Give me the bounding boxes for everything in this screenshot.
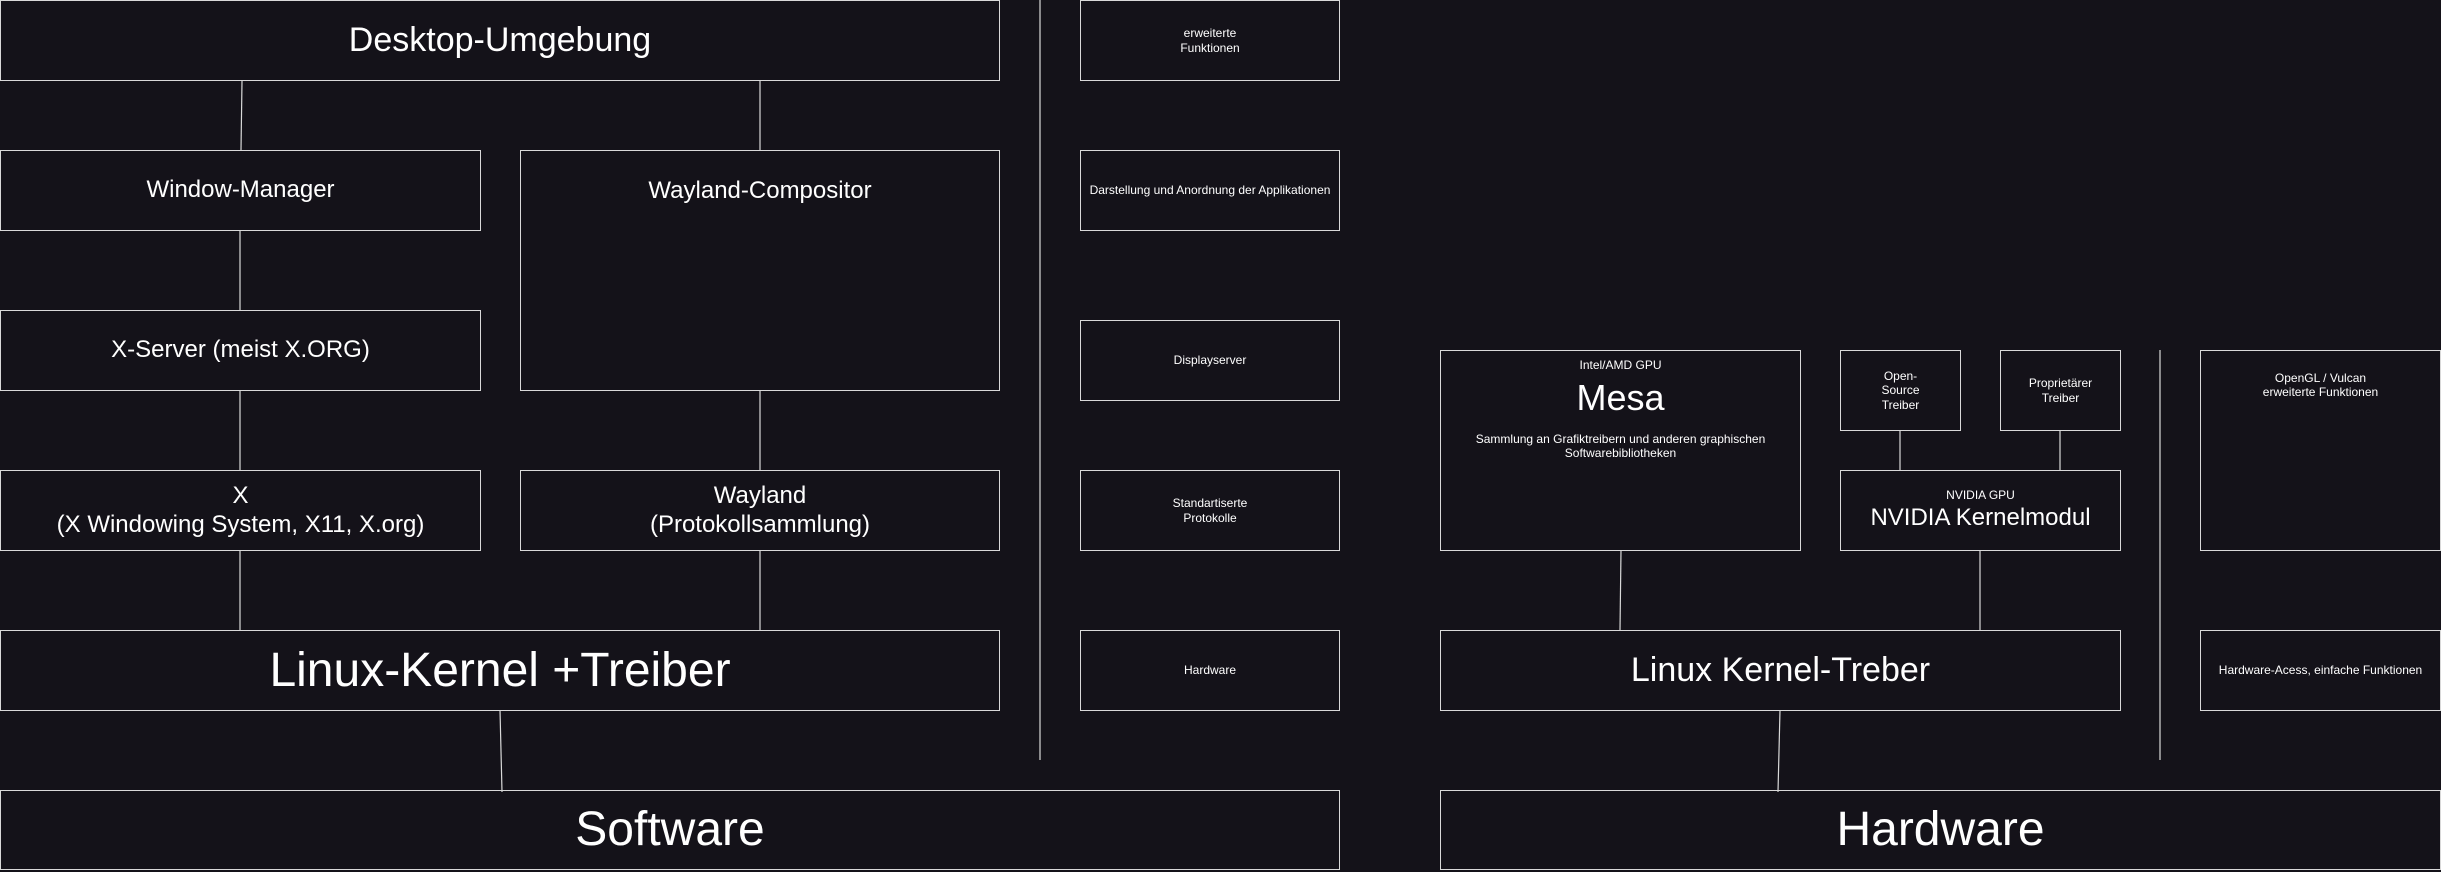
wayland-protocol-box: Wayland (Protokollsammlung)	[520, 470, 1000, 551]
connector-mesa-kernel	[1619, 549, 1622, 631]
legend-displayserver: Displayserver	[1080, 320, 1340, 401]
linux-kernel-driver-box: Linux Kernel-Treber	[1440, 630, 2121, 711]
mesa-caption: Intel/AMD GPU	[1579, 358, 1662, 372]
legend-standard-protocols: Standartiserte Protokolle	[1080, 470, 1340, 551]
connector-kernel-software	[499, 709, 503, 793]
legend-hardware: Hardware	[1080, 630, 1340, 711]
connector-kernel-hardware	[1777, 709, 1781, 793]
desktop-environment-box: Desktop-Umgebung	[0, 0, 1000, 81]
software-footer-box: Software	[0, 790, 1340, 870]
open-source-driver-box: Open- Source Treiber	[1840, 350, 1961, 431]
legend-opengl-vulkan: OpenGL / Vulcan erweiterte Funktionen	[2200, 350, 2441, 551]
nvidia-caption: NVIDIA GPU	[1946, 487, 2015, 502]
nvidia-kernel-module-box: NVIDIA GPU NVIDIA Kernelmodul	[1840, 470, 2121, 551]
mesa-box: Intel/AMD GPU Mesa Sammlung an Grafiktre…	[1440, 350, 1801, 551]
mesa-description: Sammlung an Grafiktreibern und anderen g…	[1475, 431, 1766, 460]
nvidia-title: NVIDIA Kernelmodul	[1870, 504, 2091, 532]
mesa-title: Mesa	[1576, 377, 1665, 419]
legend-extended-functions: erweiterte Funktionen	[1080, 0, 1340, 81]
window-manager-box: Window-Manager	[0, 150, 481, 231]
x-server-box: X-Server (meist X.ORG)	[0, 310, 481, 391]
legend-hardware-access: Hardware-Acess, einfache Funktionen	[2200, 630, 2441, 711]
hardware-footer-box: Hardware	[1440, 790, 2441, 870]
legend-display-arrangement: Darstellung und Anordnung der Applikatio…	[1080, 150, 1340, 231]
x-windowing-box: X (X Windowing System, X11, X.org)	[0, 470, 481, 551]
wayland-compositor-box: Wayland-Compositor	[520, 150, 1000, 391]
linux-kernel-drivers-box: Linux-Kernel +Treiber	[0, 630, 1000, 711]
proprietary-driver-box: Proprietärer Treiber	[2000, 350, 2121, 431]
connector-desktop-wm	[240, 80, 243, 151]
